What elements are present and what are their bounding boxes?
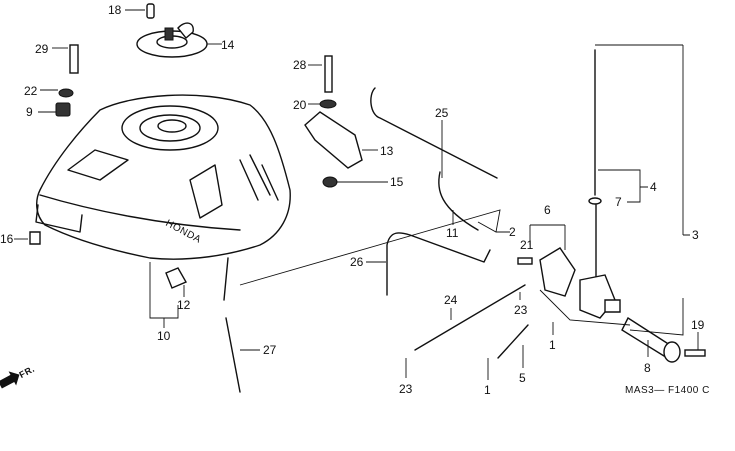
callout-2: 2: [509, 225, 516, 239]
callout-20: 20: [293, 98, 307, 112]
callout-9: 9: [26, 105, 33, 119]
hoses: [223, 49, 597, 393]
callout-15: 15: [390, 175, 404, 189]
callout-23-lower: 23: [399, 382, 413, 396]
callout-3: 3: [692, 228, 699, 242]
fr-label: FR.: [18, 364, 37, 380]
front-direction-marker: FR.: [0, 364, 37, 389]
fuel-valve: [517, 197, 706, 363]
callout-4: 4: [650, 180, 657, 194]
callout-1-lower: 1: [484, 383, 491, 397]
callout-23-upper: 23: [514, 303, 528, 317]
callout-7: 7: [615, 195, 622, 209]
callout-1-upper: 1: [549, 338, 556, 352]
callout-10: 10: [157, 329, 171, 343]
callout-12: 12: [177, 298, 191, 312]
callout-22: 22: [24, 84, 38, 98]
callout-27: 27: [263, 343, 277, 357]
callout-16: 16: [0, 232, 14, 246]
callout-25: 25: [435, 106, 449, 120]
callout-19: 19: [691, 318, 705, 332]
callout-26: 26: [350, 255, 364, 269]
fuel-tank: HONDA: [35, 94, 291, 260]
callout-6: 6: [544, 203, 551, 217]
callout-29: 29: [35, 42, 49, 56]
callout-13: 13: [380, 144, 394, 158]
callout-18: 18: [108, 3, 122, 17]
small-parts: [29, 3, 363, 289]
callout-24: 24: [444, 293, 458, 307]
callout-8: 8: [644, 361, 651, 375]
callout-14: 14: [221, 38, 235, 52]
part-callouts: 18 14 29 28 22 9 20 13 15 25 16 4 7 3 6 …: [0, 3, 705, 397]
callout-11: 11: [446, 226, 459, 240]
callout-28: 28: [293, 58, 307, 72]
diagram-code: MAS3— F1400 C: [625, 385, 710, 396]
callout-5: 5: [519, 371, 526, 385]
leader-lines: [14, 9, 699, 380]
fuel-cap: [136, 22, 208, 58]
arrow-icon: [0, 371, 20, 389]
callout-21: 21: [520, 238, 534, 252]
